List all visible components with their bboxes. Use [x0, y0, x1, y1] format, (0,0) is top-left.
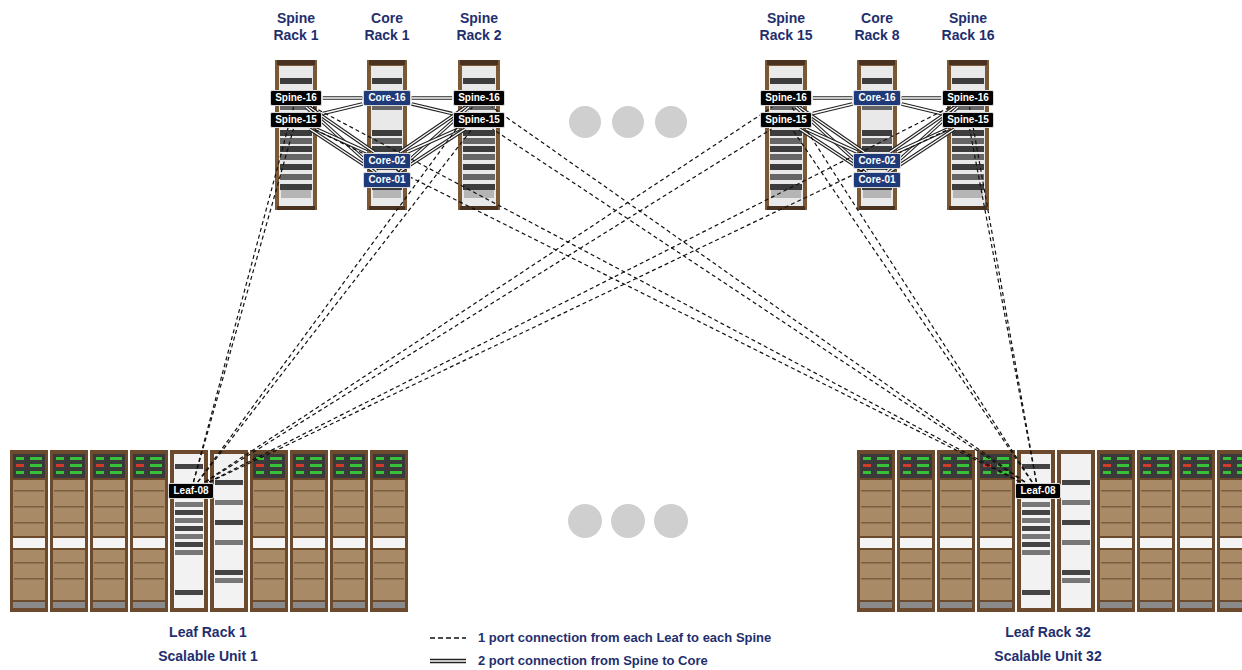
spine-switch: Spine-16 [270, 90, 322, 106]
switch-label: Core-02 [858, 155, 895, 166]
spine-switch: Spine-16 [453, 90, 505, 106]
legend: 1 port connection from each Leaf to each… [428, 626, 771, 670]
core-switch: Core-02 [853, 153, 900, 169]
spine-rack: Spine Rack 15Spine-16Spine-15 [765, 60, 807, 210]
spine-core-link [407, 129, 459, 152]
core-switch: Core-02 [363, 153, 410, 169]
switch-label: Spine-15 [275, 114, 317, 125]
spine-core-link [806, 129, 857, 152]
leaf-spine-link [492, 107, 1025, 482]
switch-label: Leaf-08 [173, 485, 208, 496]
rack-heading: Spine Rack 15 [755, 10, 817, 44]
legend-text: 2 port connection from Spine to Core [478, 653, 708, 668]
spine-switch: Spine-15 [760, 112, 812, 128]
ellipsis-dot [655, 106, 687, 138]
legend-entry: 2 port connection from Spine to Core [428, 649, 771, 670]
leaf-switch: Leaf-08 [168, 483, 213, 499]
leaf-racks-illustration [10, 450, 410, 612]
spine-core-link [897, 129, 948, 152]
spine-rack: Spine Rack 1Spine-16Spine-15 [275, 60, 317, 210]
spine-core-link [412, 98, 453, 99]
leaf-spine-link [198, 107, 473, 482]
rack-illustration [275, 60, 317, 210]
spine-core-link [813, 104, 853, 114]
spine-core-link [316, 129, 367, 152]
leaf-spine-link [210, 129, 949, 482]
switch-label: Spine-16 [458, 92, 500, 103]
unit-heading: Scalable Unit 32 [938, 648, 1158, 665]
spine-switch: Spine-15 [453, 112, 505, 128]
spine-core-link [813, 98, 853, 99]
core-switch: Core-16 [853, 90, 900, 106]
rack-heading: Spine Rack 2 [448, 10, 510, 44]
switch-label: Spine-16 [765, 92, 807, 103]
dashed-line-sample [428, 633, 468, 643]
leaf-spine-link [198, 129, 472, 482]
switch-label: Leaf-08 [1020, 485, 1055, 496]
spine-core-link [412, 104, 453, 114]
leaf-racks-illustration [857, 450, 1242, 612]
spine-switch: Spine-16 [942, 90, 994, 106]
switch-label: Core-02 [368, 155, 405, 166]
spine-rack: Spine Rack 2Spine-16Spine-15 [458, 60, 500, 210]
ellipsis-dot [611, 504, 645, 538]
ellipsis-dot [568, 504, 602, 538]
leaf-spine-link [313, 107, 1021, 482]
rack-heading: Core Rack 1 [356, 10, 418, 44]
legend-entry: 1 port connection from each Leaf to each… [428, 626, 771, 649]
leaf-spine-link [792, 107, 1032, 482]
spine-core-link [902, 98, 942, 99]
spine-core-link [323, 104, 363, 114]
core-switch: Core-16 [363, 90, 410, 106]
switch-label: Spine-15 [947, 114, 989, 125]
leaf-spine-link [493, 129, 1025, 482]
rack-heading: Core Rack 8 [846, 10, 908, 44]
ellipsis-dot [612, 106, 644, 138]
switch-label: Spine-15 [458, 114, 500, 125]
core-rack: Core Rack 8Core-16Core-02Core-01 [857, 60, 897, 210]
spine-core-link [323, 98, 363, 99]
switch-label: Core-16 [368, 92, 405, 103]
switch-label: Core-16 [858, 92, 895, 103]
switch-label: Spine-16 [947, 92, 989, 103]
legend-text: 1 port connection from each Leaf to each… [478, 630, 771, 645]
switch-label: Core-01 [858, 174, 895, 185]
leaf-rack-row: Leaf Rack 32Scalable Unit 32Leaf-08 [857, 450, 1242, 612]
rack-illustration [765, 60, 807, 210]
leaf-spine-link [314, 129, 1020, 482]
unit-heading: Scalable Unit 1 [98, 648, 318, 665]
leaf-spine-link [792, 129, 1032, 482]
ellipsis-dot [569, 106, 601, 138]
spine-core-link [902, 104, 942, 114]
rack-heading: Leaf Rack 32 [938, 624, 1158, 641]
core-switch: Core-01 [363, 172, 410, 188]
rack-heading: Spine Rack 16 [937, 10, 999, 44]
rack-illustration [947, 60, 989, 210]
double-line-sample [428, 656, 468, 666]
spine-rack: Spine Rack 16Spine-16Spine-15 [947, 60, 989, 210]
leaf-switch: Leaf-08 [1015, 483, 1060, 499]
switch-label: Spine-15 [765, 114, 807, 125]
leaf-spine-link [209, 107, 950, 482]
spine-switch: Spine-15 [942, 112, 994, 128]
switch-label: Spine-16 [275, 92, 317, 103]
rack-heading: Spine Rack 1 [265, 10, 327, 44]
leaf-rack-row: Leaf Rack 1Scalable Unit 1Leaf-08 [10, 450, 405, 612]
core-rack: Core Rack 1Core-16Core-02Core-01 [367, 60, 407, 210]
spine-switch: Spine-15 [270, 112, 322, 128]
rack-heading: Leaf Rack 1 [98, 624, 318, 641]
rack-illustration [458, 60, 500, 210]
spine-switch: Spine-16 [760, 90, 812, 106]
core-switch: Core-01 [853, 172, 900, 188]
ellipsis-dot [654, 504, 688, 538]
switch-label: Core-01 [368, 174, 405, 185]
